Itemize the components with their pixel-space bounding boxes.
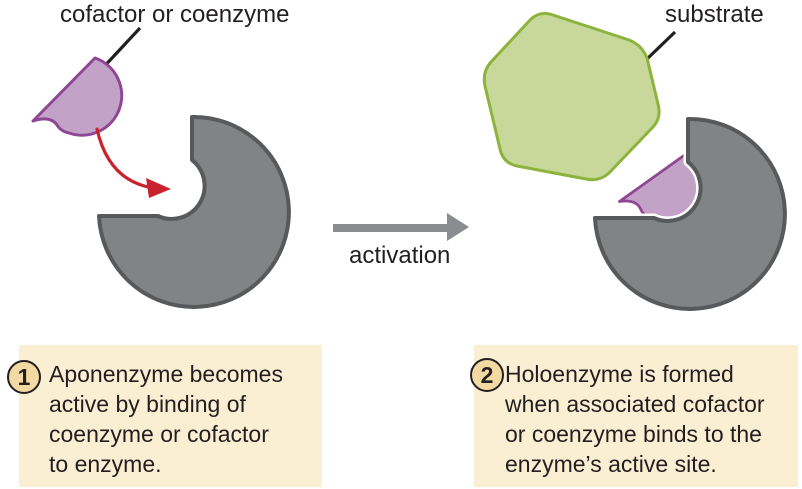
step-1-number-badge: 1 bbox=[7, 360, 41, 394]
holoenzyme-shape bbox=[590, 114, 790, 314]
step-2-text: Holoenzyme is formed when associated cof… bbox=[505, 361, 765, 477]
step-1-box: 1 Aponenzyme becomes active by binding o… bbox=[7, 345, 322, 487]
substrate-shape bbox=[482, 11, 661, 182]
apoenzyme-body bbox=[97, 114, 291, 309]
holoenzyme-body bbox=[593, 116, 787, 311]
step-1-text: Aponenzyme becomes active by binding of … bbox=[49, 361, 283, 477]
substrate-label: substrate bbox=[665, 1, 764, 28]
cofactor-label: cofactor or coenzyme bbox=[60, 1, 290, 28]
step-2-box: 2 Holoenzyme is formed when associated c… bbox=[470, 345, 798, 487]
cofactor-shape-free bbox=[31, 56, 124, 137]
step-1-number: 1 bbox=[17, 363, 31, 390]
apoenzyme-shape bbox=[97, 114, 291, 309]
step-2-number-badge: 2 bbox=[470, 358, 504, 392]
step-2-number: 2 bbox=[480, 361, 494, 388]
binding-arrow-curve bbox=[95, 127, 150, 189]
binding-arrow-head bbox=[146, 178, 171, 198]
activation-arrow-head bbox=[447, 213, 469, 241]
activation-arrow-shaft bbox=[333, 224, 447, 232]
activation-label: activation bbox=[349, 242, 451, 269]
